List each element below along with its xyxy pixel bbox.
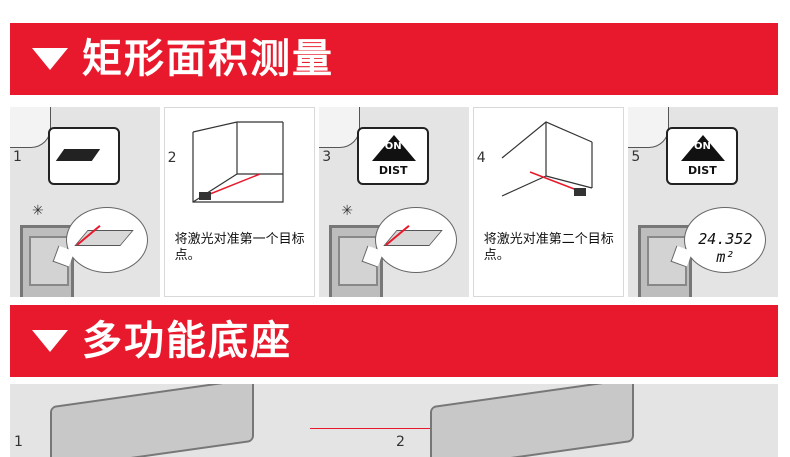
step-number: 4 [476,150,486,166]
device-icon [329,225,384,297]
finger-icon [628,107,670,148]
room-diagram-icon [191,121,284,203]
panel-step-2: 2 将激光对准第一个目标点。 [163,107,316,297]
laser-spark-icon: ✳ [341,203,353,219]
device-icon [430,384,634,457]
instruction-panels: 1 ✳ 2 将激光对准第一个目标点。 3 ON DIST ✳ [10,107,778,297]
display-bubble [361,207,458,273]
device-icon [638,225,693,297]
on-dist-key-icon: ON DIST [357,127,430,185]
laser-spark-icon: ✳ [32,203,44,219]
step-number: 3 [322,149,332,165]
finger-icon [319,107,361,148]
panel-step-5: 5 ON DIST 24.352 m² [628,107,778,297]
key-on-label: ON [693,141,711,152]
banner-title: 多功能底座 [82,318,292,364]
key-dist-label: DIST [688,164,717,177]
step-number: 2 [396,434,405,450]
display-bubble [52,207,148,273]
key-dist-label: DIST [378,164,408,177]
display-bubble: 24.352 m² [670,207,767,273]
area-key-icon [48,127,120,185]
panel-step-3: 3 ON DIST ✳ [319,107,469,297]
panel-step-4: 4 将激光对准第二个目标点。 [472,107,625,297]
on-dist-key-icon: ON DIST [666,127,739,185]
down-triangle-icon [32,48,68,70]
laser-beam [310,428,480,429]
banner-multifunction-base: 多功能底座 [10,305,778,377]
panel-step-1: 1 ✳ [10,107,160,297]
finger-icon [10,107,51,148]
step-number: 5 [631,149,641,165]
base-illustration: 1 2 [10,384,778,457]
down-triangle-icon [32,330,68,352]
banner-title: 矩形面积测量 [82,36,334,82]
step-number: 1 [14,434,23,450]
room-diagram-icon [501,121,593,197]
banner-area-measurement: 矩形面积测量 [10,23,778,95]
step-number: 1 [13,149,22,165]
device-icon [50,384,254,457]
key-on-label: ON [384,141,402,152]
step-caption: 将激光对准第一个目标点。 [174,232,305,263]
step-caption: 将激光对准第二个目标点。 [483,232,614,263]
area-reading: 24.352 m² [698,230,753,266]
step-number: 2 [167,150,177,166]
